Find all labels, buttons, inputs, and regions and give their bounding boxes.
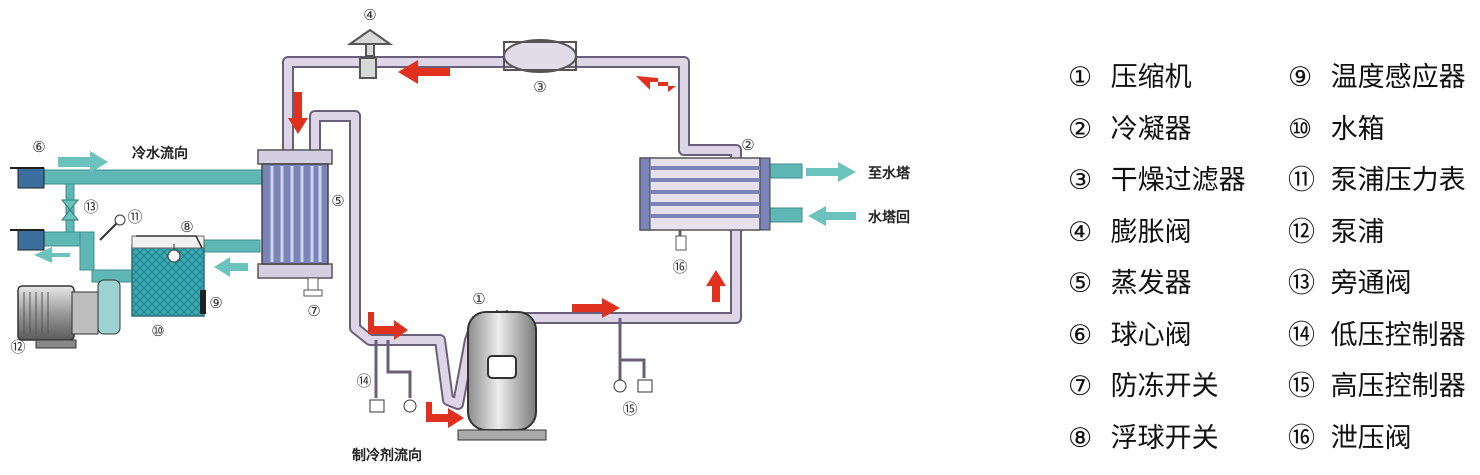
pump-pressure-gauge <box>99 214 126 241</box>
pressure-switches <box>369 379 653 413</box>
callout-4: ④ <box>363 6 376 24</box>
callout-6: ⑥ <box>32 138 45 156</box>
legend-number: ⑯ <box>1288 422 1315 454</box>
legend-item: ① 压缩机 <box>1068 52 1246 104</box>
callout-11: ⑪ <box>127 208 142 226</box>
legend-label: 膨胀阀 <box>1110 216 1192 248</box>
refrigeration-cycle-diagram: ① ② ③ ④ ⑤ ⑥ ⑦ ⑧ ⑨ ⑩ ⑪ ⑫ ⑬ ⑭ ⑮ ⑯ 冷水流向 至水塔… <box>10 6 911 464</box>
ball-valves <box>10 167 45 251</box>
pump <box>17 279 121 349</box>
legend-number: ⑬ <box>1288 268 1315 299</box>
legend-item: ④ 膨胀阀 <box>1068 207 1246 259</box>
legend-item: ⑦ 防冻开关 <box>1068 361 1246 413</box>
callout-1: ① <box>472 290 485 308</box>
tower-return-label: 水塔回 <box>868 209 910 226</box>
water-flow-arrows <box>34 151 856 277</box>
callout-16: ⑯ <box>672 258 687 276</box>
legend-item: ⑥ 球心阀 <box>1068 310 1246 362</box>
legend-label: 泵浦 <box>1330 216 1385 248</box>
callout-2: ② <box>741 136 754 154</box>
callout-3: ③ <box>533 78 546 96</box>
refrigerant-pipes <box>282 56 742 410</box>
legend-left-column: ① 压缩机 ② 冷凝器 ③ 干燥过滤器 ④ 膨胀阀 ⑤ 蒸发器 ⑥ 球心阀 ⑦ … <box>1068 52 1246 464</box>
callout-numbers: ① ② ③ ④ ⑤ ⑥ ⑦ ⑧ ⑨ ⑩ ⑪ ⑫ ⑬ ⑭ ⑮ ⑯ <box>10 6 754 418</box>
callout-12: ⑫ <box>10 338 25 356</box>
legend-number: ③ <box>1068 165 1093 196</box>
legend-number: ⑫ <box>1288 216 1315 248</box>
legend-label: 蒸发器 <box>1110 268 1192 299</box>
legend-number: ⑪ <box>1288 165 1315 196</box>
legend-number: ⑧ <box>1068 422 1093 454</box>
filter-drier <box>503 39 577 73</box>
callout-15: ⑮ <box>622 400 637 418</box>
legend-label: 干燥过滤器 <box>1110 165 1246 196</box>
legend-item: ② 冷凝器 <box>1068 104 1246 156</box>
water-tank <box>131 235 206 317</box>
legend-number: ⑤ <box>1068 268 1093 299</box>
legend-number: ⑦ <box>1068 371 1093 402</box>
legend-number: ⑨ <box>1288 62 1313 93</box>
refrigerant-flow-label: 制冷剂流向 <box>352 447 422 464</box>
legend-number: ⑭ <box>1288 319 1315 351</box>
expansion-valve <box>346 28 394 79</box>
callout-5: ⑤ <box>331 192 344 210</box>
callout-14: ⑭ <box>356 372 371 390</box>
legend-number: ⑥ <box>1068 319 1093 351</box>
legend-item: ⑫ 泵浦 <box>1288 207 1466 259</box>
to-tower-label: 至水塔 <box>868 165 911 182</box>
legend-label: 旁通阀 <box>1330 268 1412 299</box>
callout-13: ⑬ <box>83 198 98 216</box>
condenser <box>639 157 771 251</box>
legend-label: 压缩机 <box>1110 62 1192 93</box>
legend-label: 泵浦压力表 <box>1330 165 1466 196</box>
legend-item: ⑬ 旁通阀 <box>1288 258 1466 310</box>
legend-item: ⑤ 蒸发器 <box>1068 258 1246 310</box>
legend-item: ⑮ 高压控制器 <box>1288 361 1466 413</box>
callout-10: ⑩ <box>151 322 164 340</box>
legend-item: ⑭ 低压控制器 <box>1288 310 1466 362</box>
callout-7: ⑦ <box>307 302 320 320</box>
legend-label: 冷凝器 <box>1110 113 1192 145</box>
compressor <box>457 311 547 441</box>
legend-number: ④ <box>1068 216 1093 248</box>
legend-number: ⑮ <box>1288 371 1315 402</box>
legend-label: 温度感应器 <box>1330 62 1466 93</box>
legend-item: ⑪ 泵浦压力表 <box>1288 155 1466 207</box>
chilled-water-pipes <box>35 163 803 283</box>
legend-label: 浮球开关 <box>1110 422 1219 454</box>
legend-item: ⑯ 泄压阀 <box>1288 413 1466 465</box>
legend-number: ① <box>1068 62 1093 93</box>
legend-number: ⑩ <box>1288 113 1313 145</box>
legend-item: ⑩ 水箱 <box>1288 104 1466 156</box>
bypass-valve <box>60 199 80 221</box>
callout-8: ⑧ <box>180 218 193 236</box>
callout-9: ⑨ <box>209 294 222 312</box>
flow-labels: 冷水流向 至水塔 水塔回 制冷剂流向 <box>132 145 911 464</box>
legend-right-column: ⑨ 温度感应器 ⑩ 水箱 ⑪ 泵浦压力表 ⑫ 泵浦 ⑬ 旁通阀 ⑭ 低压控制器 … <box>1288 52 1466 464</box>
refrigerant-flow-arrows <box>288 60 726 428</box>
legend-label: 水箱 <box>1330 113 1385 145</box>
legend-item: ⑧ 浮球开关 <box>1068 413 1246 465</box>
legend-label: 低压控制器 <box>1330 319 1466 351</box>
legend-item: ③ 干燥过滤器 <box>1068 155 1246 207</box>
evaporator <box>257 149 333 297</box>
legend-label: 球心阀 <box>1110 319 1192 351</box>
legend-label: 防冻开关 <box>1110 371 1219 402</box>
legend-label: 泄压阀 <box>1330 422 1412 454</box>
cold-water-flow-label: 冷水流向 <box>132 145 188 162</box>
legend-label: 高压控制器 <box>1330 371 1466 402</box>
legend-item: ⑨ 温度感应器 <box>1288 52 1466 104</box>
legend-number: ② <box>1068 113 1093 145</box>
